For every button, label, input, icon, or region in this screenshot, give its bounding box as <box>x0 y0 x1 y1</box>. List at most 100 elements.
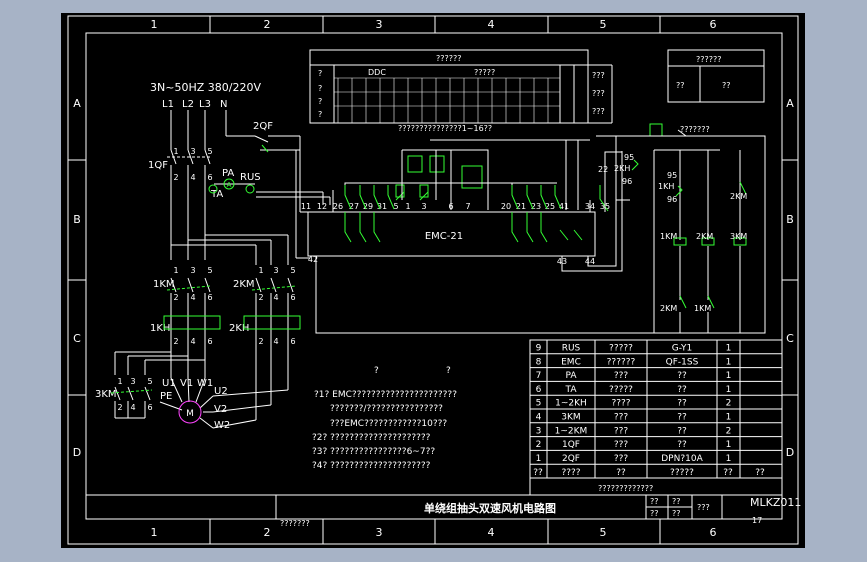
bom-cell: ?? <box>677 440 687 450</box>
terminal-2-2kh: 2 <box>258 337 263 346</box>
column-label-1: 1 <box>151 18 158 31</box>
column-label-2: 2 <box>264 18 271 31</box>
title-cell-1: ?? <box>650 497 659 506</box>
emc-wiring <box>344 135 623 272</box>
terminal-2-2km: 2 <box>258 293 263 302</box>
bom-cell: 8 <box>536 357 542 367</box>
bom-cell: 5 <box>536 399 542 409</box>
interlock-2km-top: 2KM <box>730 192 747 201</box>
earth-pe-label: PE <box>160 391 172 402</box>
bom-cell: 1 <box>726 413 732 423</box>
note-line-5: ?3? ????????????????6~7?? <box>312 447 435 457</box>
title-cell-5: ??? <box>697 503 710 512</box>
column-label-3: 3 <box>376 18 383 31</box>
motor-icon <box>178 400 202 424</box>
motor-w2-label: W2 <box>214 420 230 431</box>
ddc-qc: ??? <box>592 107 605 116</box>
overload-2kh-label: 2KH <box>229 323 249 334</box>
bom-cell: 1~2KM <box>555 426 588 436</box>
resistor-rus-label: RUS <box>240 172 261 183</box>
bom-cell: ??? <box>614 413 629 423</box>
terminal-6-1qf: 6 <box>207 173 212 182</box>
ctrl-22: 22 <box>598 165 608 174</box>
bom-cell: 2 <box>726 399 732 409</box>
bom-cell: ???? <box>611 399 630 409</box>
interlock-2km: 2KM <box>660 304 677 313</box>
term-26: 26 <box>333 202 343 211</box>
row-label-b-right: B <box>786 213 794 226</box>
bom-cell: 1~2KH <box>555 399 587 409</box>
bom-cell: ?????? <box>607 357 636 367</box>
supply-spec: 3N~50HZ 380/220V <box>150 81 261 94</box>
ddc-q4: ? <box>318 110 322 119</box>
bom-cell: ??? <box>614 440 629 450</box>
power-components <box>110 144 301 424</box>
interlock-1km: 1KM <box>694 304 711 313</box>
terminal-1-3km: 1 <box>117 377 122 386</box>
ddc-subtitle: ???????????????1~16?? <box>398 124 492 133</box>
bom-cell: ?? <box>677 413 687 423</box>
term-27: 27 <box>349 202 359 211</box>
ammeter-letter: A <box>227 181 232 189</box>
ctrl-1kh: 1KH <box>658 182 674 191</box>
bom-cell: EMC <box>561 357 581 367</box>
bom-cell: 3 <box>536 426 542 436</box>
bom-cell: 2 <box>536 440 542 450</box>
notes-head-1: ? <box>374 366 379 376</box>
title-block <box>275 478 723 519</box>
ctrl-95-top: 95 <box>624 153 634 162</box>
bom-table <box>529 339 783 479</box>
drawing-title: 单绕组抽头双速风机电路图 <box>424 501 556 515</box>
transformer-ta-label: TA <box>210 189 223 200</box>
bom-cell: ????? <box>609 385 633 395</box>
bom-cell: 3KM <box>561 413 580 423</box>
terminal-6-2kh: 6 <box>290 337 295 346</box>
bom-cell: TA <box>565 385 578 395</box>
title-cell-4: ?? <box>672 509 681 518</box>
note-line-6: ?4? ????????????????????? <box>312 461 431 471</box>
bom-cell: 2 <box>726 426 732 436</box>
bom-header-cell: ?? <box>723 468 733 478</box>
breaker-2qf-label: 2QF <box>253 121 273 132</box>
bom-cell: QF-1SS <box>666 357 699 367</box>
term-11: 11 <box>301 202 311 211</box>
note-line-2: ???????/???????????????? <box>330 404 443 414</box>
control-components <box>631 159 747 309</box>
bom-header-cell: ?? <box>616 468 626 478</box>
term-20: 20 <box>501 202 511 211</box>
column-label-5-bottom: 5 <box>600 526 607 539</box>
terminal-1-1qf: 1 <box>173 147 178 156</box>
bom-cell: ?? <box>677 399 687 409</box>
bom-cell: ????? <box>609 344 633 354</box>
terminal-5-1qf: 5 <box>207 147 212 156</box>
term-23: 23 <box>531 202 541 211</box>
terminal-4-2km: 4 <box>273 293 278 302</box>
row-label-a-right: A <box>786 97 794 110</box>
ctrl-96-top: 96 <box>622 177 632 186</box>
contactor-2km-label: 2KM <box>233 279 255 290</box>
contactor-1km-label: 1KM <box>153 279 175 290</box>
bom-cell: 9 <box>536 344 542 354</box>
term-21: 21 <box>516 202 526 211</box>
coil-1km-label: 1KM <box>660 232 677 241</box>
phase-l3: L3 <box>199 99 211 110</box>
ctrl-96: 96 <box>667 195 677 204</box>
coil-2km <box>701 237 715 246</box>
term-12: 12 <box>317 202 327 211</box>
motor-v1-label: V1 <box>180 378 193 389</box>
phase-l1: L1 <box>162 99 174 110</box>
drawing-frame <box>67 15 799 545</box>
notes-head-2: ? <box>446 366 451 376</box>
ddc-label: DDC <box>368 68 386 77</box>
bom-header-cell: ????? <box>670 468 694 478</box>
bom-cell: DPN?10A <box>661 454 703 464</box>
terminal-5-1km: 5 <box>207 266 212 275</box>
ddc-qa: ??? <box>592 71 605 80</box>
ddc-cell-grid <box>334 77 560 123</box>
bom-cell: ?? <box>677 385 687 395</box>
bom-cell: 1 <box>536 454 542 464</box>
phase-n: N <box>220 99 227 110</box>
terminal-4-3km: 4 <box>130 403 135 412</box>
motor-letter: M <box>186 409 194 419</box>
relay-label: ??????? <box>680 125 710 134</box>
